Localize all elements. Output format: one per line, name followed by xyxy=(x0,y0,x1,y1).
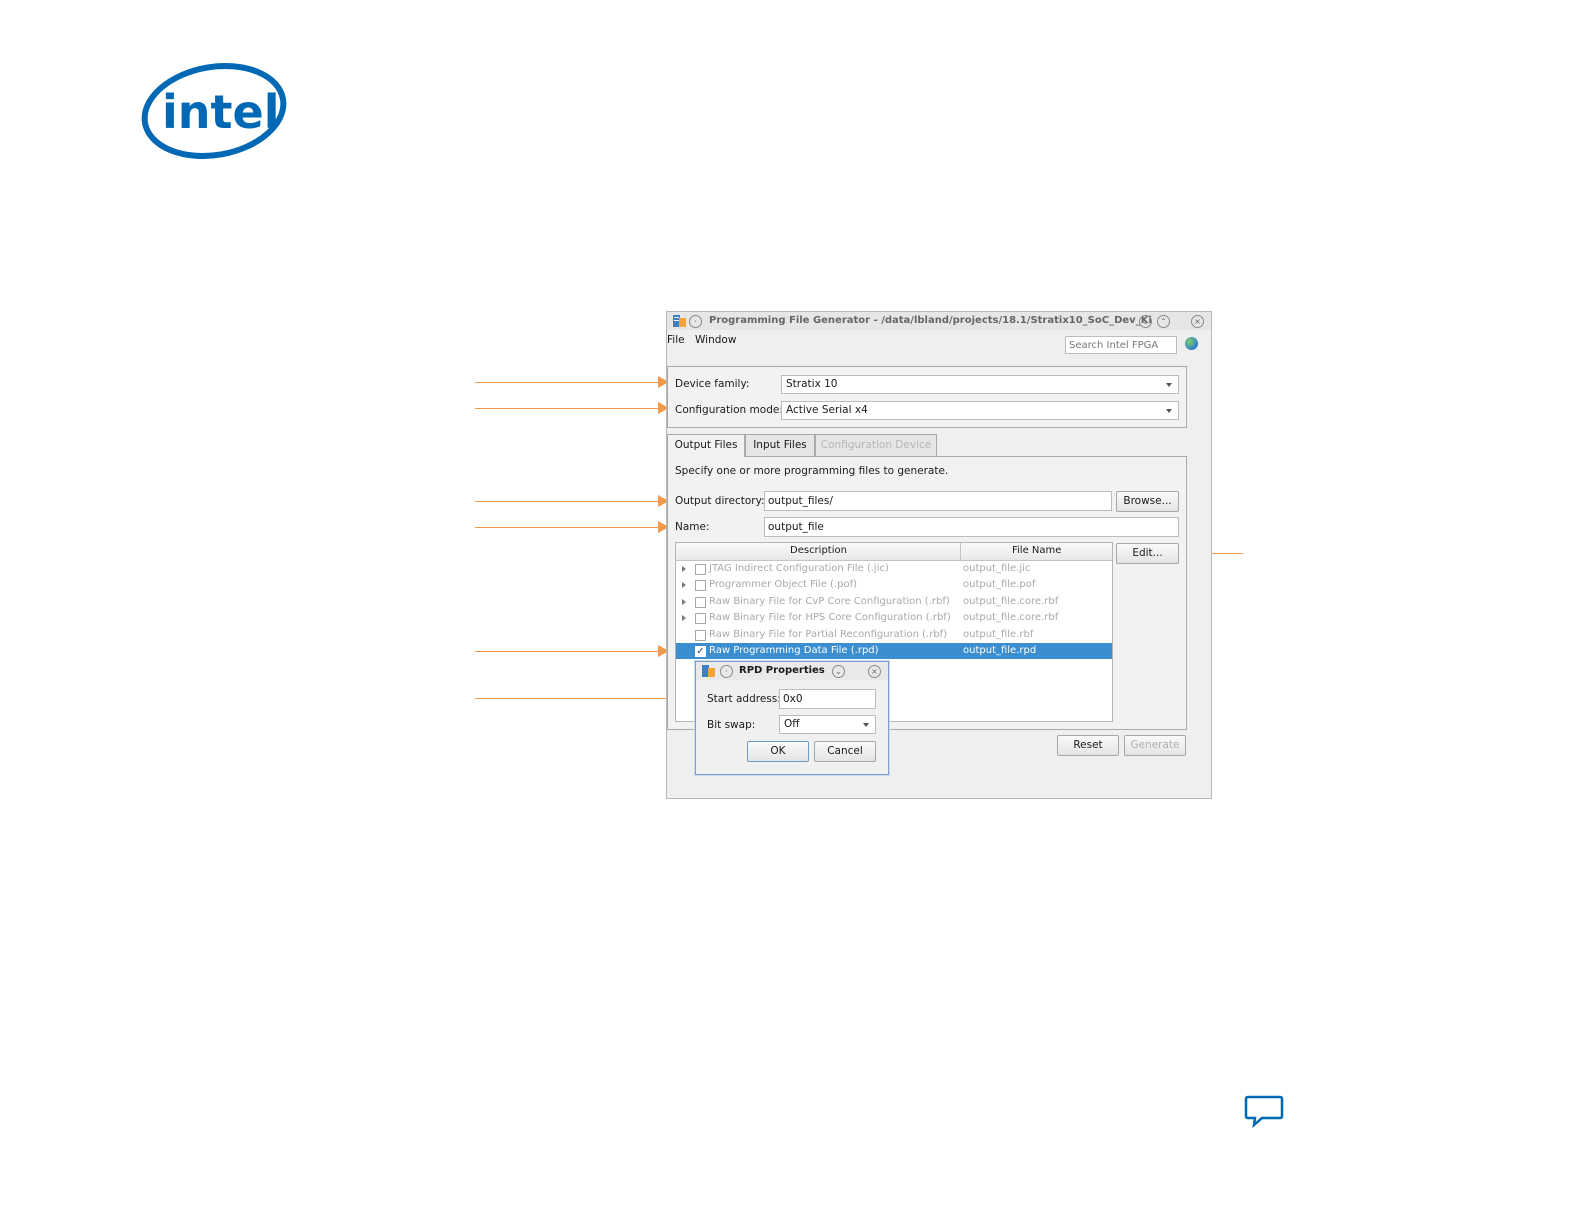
menu-bar: File Window xyxy=(667,331,1211,353)
close-icon[interactable]: × xyxy=(1191,315,1204,328)
row-file-name: output_file.jic xyxy=(963,563,1031,574)
table-row[interactable]: Programmer Object File (.pof) output_fil… xyxy=(676,577,1112,593)
checkbox-checked[interactable]: ✓ xyxy=(695,646,706,657)
rpd-properties-dialog: · RPD Properties ⌄ × Start address: 0x0 … xyxy=(695,661,889,775)
search-input[interactable]: Search Intel FPGA xyxy=(1065,336,1177,354)
checkbox[interactable] xyxy=(695,580,706,591)
annotation-arrowhead xyxy=(658,402,669,414)
ok-button[interactable]: OK xyxy=(747,741,809,762)
row-description: Raw Binary File for Partial Reconfigurat… xyxy=(709,629,948,640)
table-row-selected[interactable]: ✓ Raw Programming Data File (.rpd) outpu… xyxy=(676,643,1112,659)
expand-arrow-icon[interactable] xyxy=(682,566,686,572)
dialog-title: RPD Properties xyxy=(739,665,825,676)
programming-file-generator-window: · Programming File Generator - /data/lbl… xyxy=(666,311,1212,799)
table-row[interactable]: JTAG Indirect Configuration File (.jic) … xyxy=(676,561,1112,577)
logo-text: intel xyxy=(162,85,279,139)
globe-icon[interactable] xyxy=(1185,337,1198,350)
tab-input-files[interactable]: Input Files xyxy=(745,434,815,456)
close-icon[interactable]: × xyxy=(868,665,881,678)
bit-swap-select[interactable]: Off xyxy=(779,715,876,734)
annotation-arrow xyxy=(475,501,659,502)
annotation-arrow xyxy=(475,408,659,409)
device-family-value: Stratix 10 xyxy=(786,378,838,390)
maximize-icon[interactable]: ⌃ xyxy=(1157,315,1170,328)
checkbox[interactable] xyxy=(695,597,706,608)
output-files-table: Description File Name JTAG Indirect Conf… xyxy=(675,542,1113,722)
name-input[interactable]: output_file xyxy=(764,517,1179,537)
config-mode-value: Active Serial x4 xyxy=(786,404,868,416)
app-icon xyxy=(702,665,715,677)
expand-arrow-icon[interactable] xyxy=(682,599,686,605)
dialog-title-bar: · RPD Properties ⌄ × xyxy=(696,662,888,680)
row-description: Raw Binary File for CvP Core Configurati… xyxy=(709,596,950,607)
table-row[interactable]: Raw Binary File for CvP Core Configurati… xyxy=(676,594,1112,610)
row-description: JTAG Indirect Configuration File (.jic) xyxy=(709,563,889,574)
output-directory-input[interactable]: output_files/ xyxy=(764,491,1112,511)
device-family-select[interactable]: Stratix 10 xyxy=(781,375,1179,394)
annotation-arrow xyxy=(475,651,659,652)
tab-output-files[interactable]: Output Files xyxy=(667,434,745,457)
row-file-name: output_file.rbf xyxy=(963,629,1034,640)
intel-logo: intel xyxy=(141,62,287,160)
tab-configuration-device: Configuration Device xyxy=(815,434,937,456)
minimize-icon[interactable]: ⌄ xyxy=(832,665,845,678)
instructions-text: Specify one or more programming files to… xyxy=(675,465,949,477)
start-address-input[interactable]: 0x0 xyxy=(779,689,876,709)
config-mode-label: Configuration mode: xyxy=(675,404,783,416)
annotation-arrowhead xyxy=(658,376,669,388)
row-description: Raw Binary File for HPS Core Configurati… xyxy=(709,612,951,623)
table-row[interactable]: Raw Binary File for HPS Core Configurati… xyxy=(676,610,1112,626)
checkbox[interactable] xyxy=(695,630,706,641)
edit-button[interactable]: Edit... xyxy=(1116,543,1179,564)
checkbox[interactable] xyxy=(695,564,706,575)
output-directory-label: Output directory: xyxy=(675,495,765,507)
window-title: Programming File Generator - /data/lblan… xyxy=(709,315,1152,326)
window-menu-icon[interactable]: · xyxy=(689,315,702,328)
device-family-label: Device family: xyxy=(675,378,750,390)
checkbox[interactable] xyxy=(695,613,706,624)
table-row[interactable]: Raw Binary File for Partial Reconfigurat… xyxy=(676,627,1112,643)
bit-swap-label: Bit swap: xyxy=(707,719,756,731)
row-file-name: output_file.rpd xyxy=(963,645,1037,656)
reset-button[interactable]: Reset xyxy=(1057,735,1119,756)
menu-file[interactable]: File xyxy=(667,334,685,346)
annotation-arrowhead xyxy=(658,521,669,533)
annotation-arrow xyxy=(475,527,659,528)
chevron-down-icon xyxy=(1166,383,1172,387)
annotation-arrowhead xyxy=(658,495,669,507)
annotation-arrow xyxy=(1193,553,1243,554)
bit-swap-value: Off xyxy=(784,718,800,730)
name-label: Name: xyxy=(675,521,710,533)
row-file-name: output_file.pof xyxy=(963,579,1036,590)
feedback-chat-icon[interactable] xyxy=(1244,1094,1284,1130)
chevron-down-icon xyxy=(1166,409,1172,413)
column-divider xyxy=(960,543,961,560)
chevron-down-icon xyxy=(863,723,869,727)
row-file-name: output_file.core.rbf xyxy=(963,612,1059,623)
table-header: Description File Name xyxy=(676,543,1112,561)
annotation-arrow xyxy=(475,698,685,699)
row-description: Raw Programming Data File (.rpd) xyxy=(709,645,879,656)
title-bar: · Programming File Generator - /data/lbl… xyxy=(667,312,1211,330)
start-address-label: Start address: xyxy=(707,693,781,705)
column-header-description[interactable]: Description xyxy=(790,545,847,556)
minimize-icon[interactable]: ⌄ xyxy=(1139,315,1152,328)
window-menu-icon[interactable]: · xyxy=(720,665,733,678)
annotation-arrow xyxy=(475,382,659,383)
row-file-name: output_file.core.rbf xyxy=(963,596,1059,607)
row-description: Programmer Object File (.pof) xyxy=(709,579,858,590)
annotation-arrowhead xyxy=(658,645,669,657)
device-settings-panel: Device family: Stratix 10 Configuration … xyxy=(667,366,1187,428)
cancel-button[interactable]: Cancel xyxy=(814,741,876,762)
menu-window[interactable]: Window xyxy=(695,334,737,346)
app-icon xyxy=(673,315,686,327)
expand-arrow-icon[interactable] xyxy=(682,582,686,588)
expand-arrow-icon[interactable] xyxy=(682,615,686,621)
generate-button: Generate xyxy=(1124,735,1186,756)
browse-button[interactable]: Browse... xyxy=(1116,491,1179,512)
config-mode-select[interactable]: Active Serial x4 xyxy=(781,401,1179,420)
column-header-file-name[interactable]: File Name xyxy=(1012,545,1062,556)
